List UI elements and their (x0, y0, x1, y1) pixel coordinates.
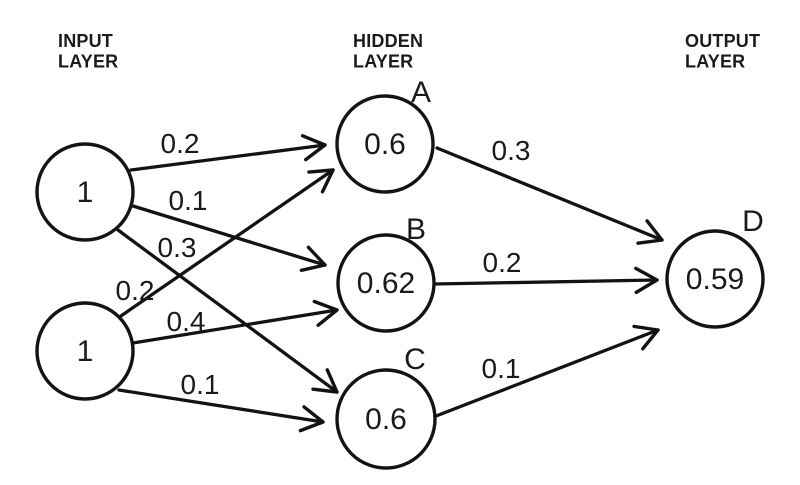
header-hidden-layer-line1: HIDDEN (353, 31, 423, 51)
edge-input-1-to-B (131, 204, 327, 273)
header-hidden-layer-line2: LAYER (353, 52, 413, 72)
edge-weight-input-2-to-C: 0.1 (181, 369, 220, 400)
header-output-layer-line2: LAYER (685, 52, 745, 72)
node-B-circle (336, 233, 436, 333)
edge-weight-B-to-D: 0.2 (483, 247, 522, 278)
edge-weight-input-2-to-A: 0.2 (116, 275, 155, 306)
edge-weight-input-1-to-C: 0.3 (158, 232, 197, 263)
edges-layer: 0.20.10.30.20.40.10.30.20.1 (116, 128, 664, 433)
edge-weight-input-1-to-A: 0.2 (161, 128, 200, 159)
node-C-value: 0.6 (365, 403, 407, 436)
node-A-circle (335, 94, 435, 194)
header-output-layer-line1: OUTPUT (685, 31, 760, 51)
edge-input-1-to-A (129, 134, 327, 172)
node-D-letter-label: D (742, 205, 764, 238)
node-input-2-circle (35, 301, 135, 401)
edge-C-to-D (434, 324, 660, 418)
edge-input-1-to-C (116, 228, 339, 394)
node-C-letter-label: C (404, 343, 426, 376)
node-D-value: 0.59 (686, 263, 744, 296)
node-D-circle (665, 229, 765, 329)
node-input-1-value: 1 (77, 176, 94, 209)
header-input-layer-line1: INPUT (58, 31, 113, 51)
edge-A-to-D (435, 146, 664, 245)
node-A-value: 0.6 (364, 128, 406, 161)
edge-input-2-to-A (116, 168, 335, 320)
node-B-value: 0.62 (357, 267, 415, 300)
header-input-layer-line2: LAYER (58, 52, 118, 72)
edge-weight-A-to-D: 0.3 (492, 135, 531, 166)
edge-weight-input-1-to-B: 0.1 (169, 185, 208, 216)
edge-weight-input-2-to-B: 0.4 (167, 306, 206, 337)
node-A-letter-label: A (411, 76, 431, 109)
edge-input-2-to-C (117, 388, 325, 433)
node-input-1-circle (35, 142, 135, 242)
node-C-circle (335, 368, 437, 470)
node-B-letter-label: B (406, 213, 426, 246)
node-input-2-value: 1 (77, 335, 94, 368)
edge-B-to-D (432, 266, 659, 295)
edge-input-2-to-B (131, 299, 339, 345)
edge-weight-C-to-D: 0.1 (482, 353, 521, 384)
